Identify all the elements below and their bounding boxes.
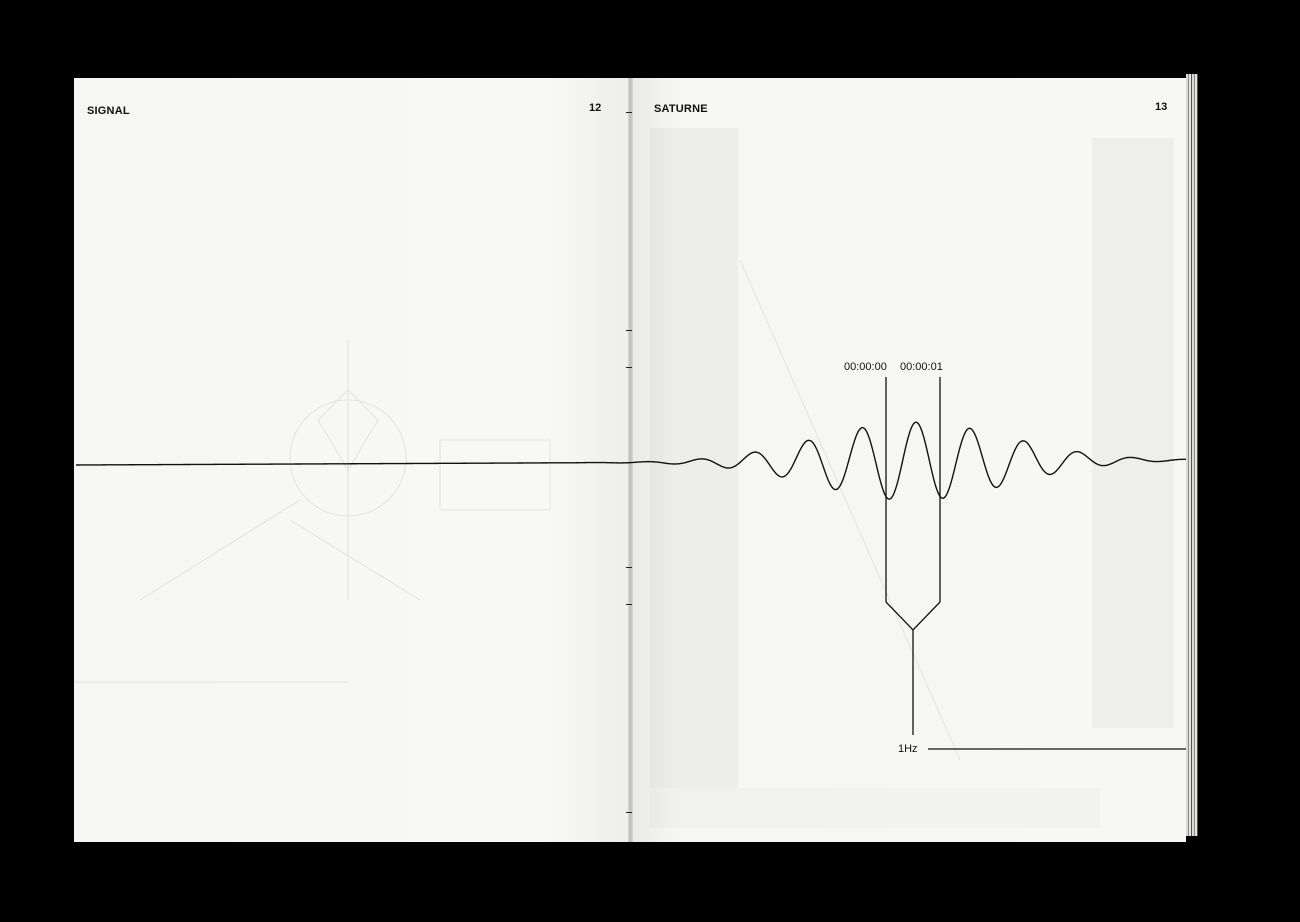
show-through-band	[650, 788, 1100, 828]
frequency-label: 1Hz	[898, 743, 918, 755]
left-running-title: SIGNAL	[87, 105, 130, 117]
gutter-tick	[626, 330, 632, 331]
book-gutter	[628, 78, 633, 842]
right-running-title: SATURNE	[654, 103, 708, 115]
page-edge-stack	[1186, 74, 1198, 836]
gutter-tick	[626, 567, 632, 568]
gutter-tick	[626, 367, 632, 368]
right-page-number: 13	[1155, 101, 1167, 113]
left-page	[74, 78, 630, 842]
timestamp-start: 00:00:00	[844, 361, 887, 373]
gutter-tick	[626, 812, 632, 813]
left-page-number: 12	[589, 102, 601, 114]
timestamp-end: 00:00:01	[900, 361, 943, 373]
gutter-tick	[626, 604, 632, 605]
gutter-tick	[626, 112, 632, 113]
show-through-column	[650, 128, 738, 788]
show-through-column	[1092, 138, 1174, 728]
